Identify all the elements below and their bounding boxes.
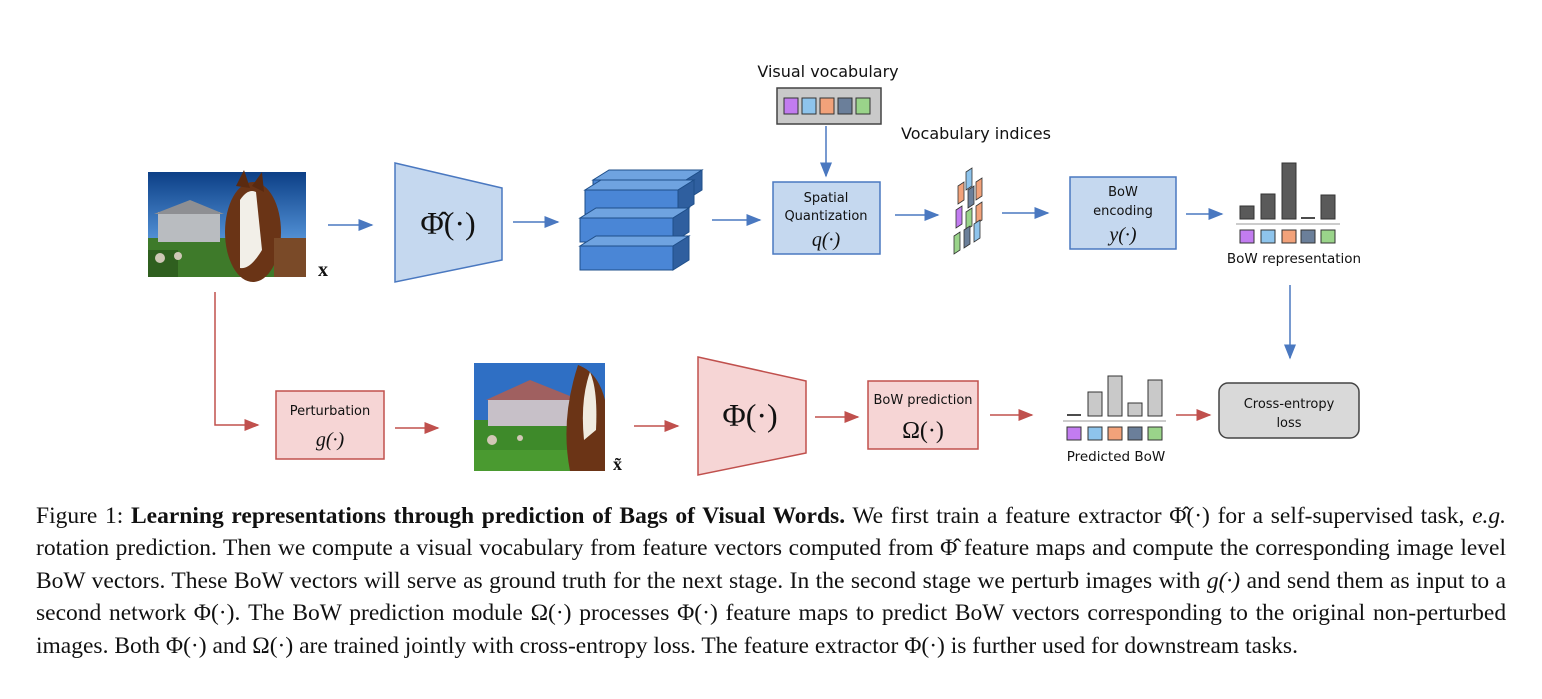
vocabulary-words xyxy=(783,97,871,115)
input-x-label: x xyxy=(318,259,328,281)
caption-text: and xyxy=(212,632,247,659)
bow-label: BoW xyxy=(1108,185,1138,200)
visual-vocabulary-label: Visual vocabulary xyxy=(757,62,898,81)
loss-label: loss xyxy=(1276,416,1301,431)
caption-text: processes xyxy=(579,600,670,627)
phi-hat-network xyxy=(394,162,503,283)
bow-bar xyxy=(1281,162,1297,220)
phi-label: Φ(·) xyxy=(722,397,777,433)
spatial-quantization-box xyxy=(772,181,881,255)
perturbed-image xyxy=(474,363,605,471)
caption-math: Φ̂(·) xyxy=(1169,503,1210,529)
bow-bar xyxy=(1260,193,1276,220)
caption-text: rotation prediction. Then we compute a v… xyxy=(36,535,934,562)
caption-text: feature maps and compute the correspondi… xyxy=(36,535,1506,594)
caption-text: for a self-supervised task, xyxy=(1217,503,1465,529)
bow-prediction-label: BoW prediction xyxy=(873,393,972,408)
cross-entropy-loss-box xyxy=(1218,382,1360,439)
pipeline-diagram: x Φ̂(·) Visual vocabulary Spatial xyxy=(148,62,1361,476)
omega-label: Ω(·) xyxy=(902,418,944,444)
caption-text: . The BoW prediction module xyxy=(234,600,523,627)
predicted-bow-bar xyxy=(1107,375,1123,417)
spatial-label: Spatial xyxy=(804,191,849,206)
bow-representation-histogram xyxy=(1236,162,1340,244)
caption-math: Φ(·) xyxy=(193,600,235,627)
caption-math: Ω(·) xyxy=(252,632,294,659)
caption-text: feature maps to predict BoW vectors corr… xyxy=(36,600,1507,659)
predicted-bow-label: Predicted BoW xyxy=(1067,449,1166,465)
caption-text: are trained jointly with cross-entropy l… xyxy=(299,632,899,659)
caption-title: Learning representations through predict… xyxy=(131,503,846,529)
bow-representation-label: BoW representation xyxy=(1227,251,1361,267)
caption-italic: e.g. xyxy=(1472,503,1507,529)
caption-math: Φ(·) xyxy=(165,632,207,659)
bow-prediction-box xyxy=(867,380,979,450)
caption-text: is further used for downstream tasks. xyxy=(950,632,1298,659)
bow-bar xyxy=(1320,194,1336,220)
q-function-label: q(·) xyxy=(812,229,841,251)
phi-hat-label: Φ̂(·) xyxy=(420,205,475,241)
caption-text: and send them as input to a second netwo… xyxy=(36,567,1507,627)
figure-caption: Figure 1: Learning representations throu… xyxy=(36,500,1506,662)
caption-text: We first train a feature extractor xyxy=(852,503,1162,529)
caption-math: Φ̂ xyxy=(940,535,958,562)
y-function-label: y(·) xyxy=(1107,224,1137,246)
perturbed-x-label: x̃ xyxy=(613,454,622,474)
vocabulary-indices-blocks xyxy=(953,167,983,255)
quantization-label: Quantization xyxy=(784,209,867,224)
feature-maps-stack xyxy=(578,169,704,271)
caption-math: Φ(·) xyxy=(904,632,945,659)
phi-network xyxy=(697,356,807,476)
perturbation-box xyxy=(275,390,385,460)
encoding-label: encoding xyxy=(1093,204,1153,219)
perturbation-label: Perturbation xyxy=(290,404,371,419)
caption-math: g(·) xyxy=(1206,567,1241,594)
figure-number: Figure 1: xyxy=(36,503,124,529)
caption-math: Φ(·) xyxy=(677,600,718,627)
caption-math: Ω(·) xyxy=(530,600,572,627)
g-function-label: g(·) xyxy=(316,429,345,451)
predicted-bow-bar xyxy=(1087,391,1103,417)
cross-entropy-label: Cross-entropy xyxy=(1244,397,1335,412)
predicted-bow-bar xyxy=(1147,379,1163,417)
bow-bar xyxy=(1239,205,1255,220)
input-image xyxy=(148,170,306,282)
predicted-bow-histogram xyxy=(1063,375,1166,441)
predicted-bow-bar xyxy=(1127,402,1143,417)
bow-encoding-box xyxy=(1069,176,1177,250)
vocabulary-indices-label: Vocabulary indices xyxy=(901,124,1051,143)
